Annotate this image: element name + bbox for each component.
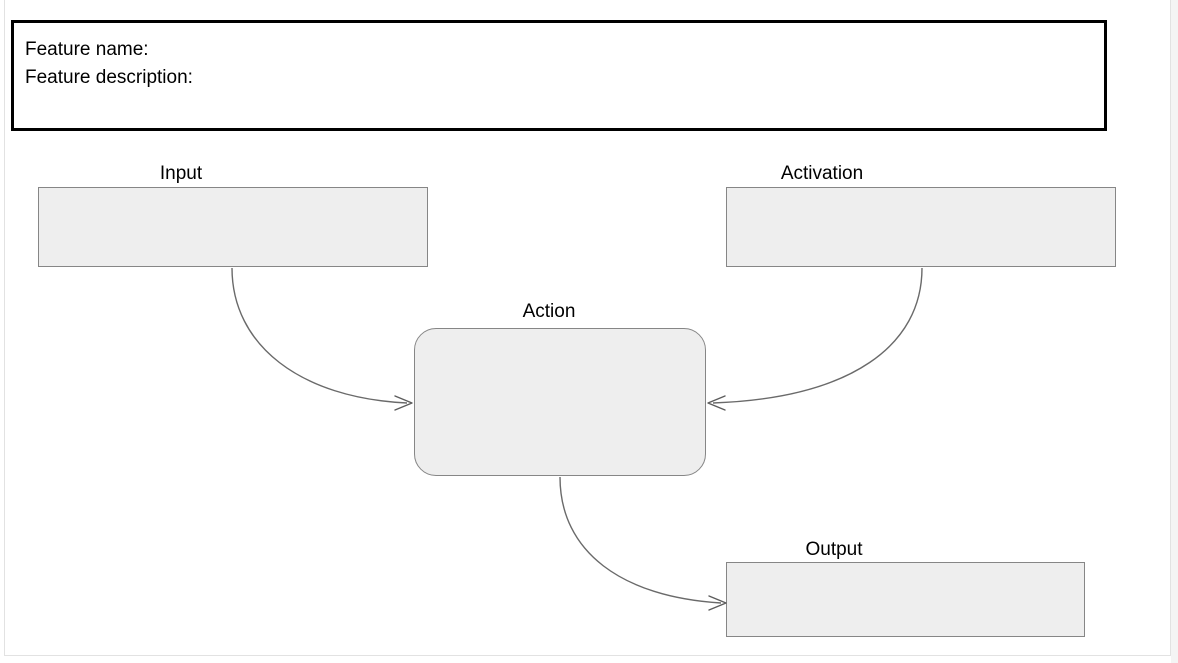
node-label-output: Output — [805, 539, 863, 560]
node-label-activation: Activation — [780, 163, 864, 184]
feature-description-label: Feature description: — [25, 67, 193, 88]
connector-activation-to-action[interactable] — [707, 267, 923, 411]
node-label-action: Action — [522, 301, 576, 322]
node-activation[interactable] — [726, 187, 1116, 267]
connector-action-to-output[interactable] — [559, 476, 727, 611]
node-label-input: Input — [159, 163, 203, 184]
page-edge-left — [4, 0, 5, 656]
node-action[interactable] — [414, 328, 706, 476]
page-edge-right — [1170, 0, 1171, 656]
feature-name-label: Feature name: — [25, 39, 149, 60]
connector-input-to-action[interactable] — [231, 267, 413, 411]
node-output[interactable] — [726, 562, 1085, 637]
page-gutter-right — [1171, 0, 1178, 663]
node-input[interactable] — [38, 187, 428, 267]
feature-header-box[interactable]: Feature name: Feature description: — [11, 20, 1107, 131]
page-edge-bottom — [4, 655, 1171, 656]
